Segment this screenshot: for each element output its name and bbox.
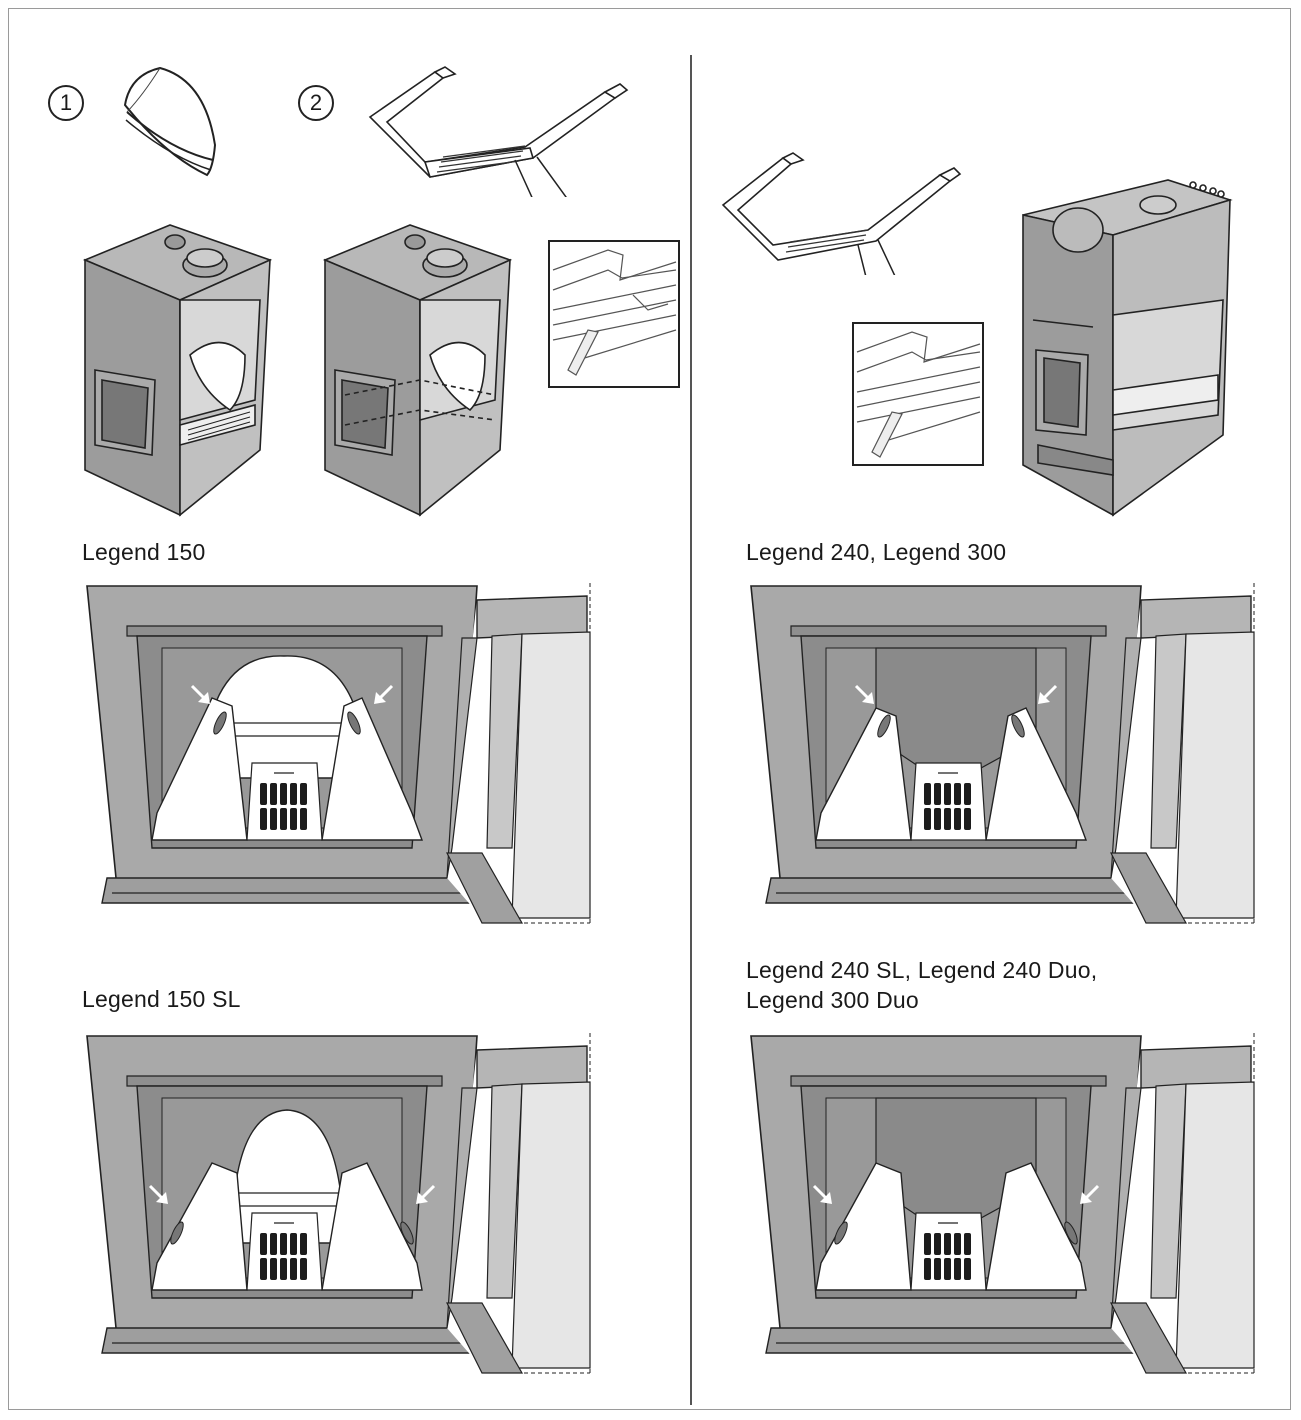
step-2-badge: 2 [298, 85, 334, 121]
stove-body-icon [80, 220, 280, 520]
stove-body-icon [320, 220, 520, 520]
detail-zoom-icon [852, 322, 984, 466]
firebox-legend-150 [86, 582, 593, 924]
ash-grate-icon [365, 62, 635, 197]
caption-legend-150: Legend 150 [82, 539, 206, 565]
detail-zoom-icon [548, 240, 680, 388]
step-1-badge: 1 [48, 85, 84, 121]
column-divider [690, 55, 692, 1405]
page-frame [8, 8, 1291, 1410]
firebox-legend-240-300 [750, 582, 1257, 924]
ash-grate-icon [718, 150, 968, 275]
firebox-legend-150-sl [86, 1032, 593, 1374]
firebox-legend-240-sl-duo [750, 1032, 1257, 1374]
stove-body-icon [1018, 175, 1238, 520]
caption-legend-240-sl-duo: Legend 240 SL, Legend 240 Duo, Legend 30… [746, 957, 1098, 1013]
baffle-plate-icon [115, 60, 225, 185]
caption-legend-150-sl: Legend 150 SL [82, 986, 241, 1012]
caption-legend-240-300: Legend 240, Legend 300 [746, 539, 1007, 565]
